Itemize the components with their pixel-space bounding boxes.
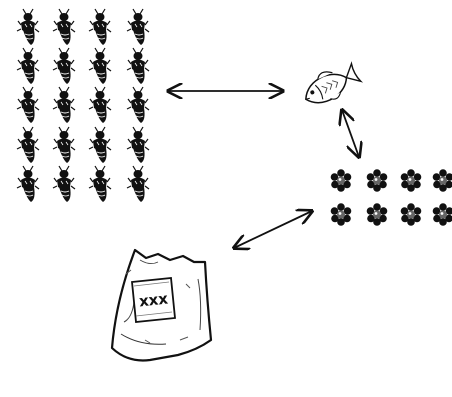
flower-icon (366, 169, 388, 192)
arrow-flowers-sack (234, 211, 312, 248)
insect-icon (16, 126, 40, 164)
insect-icon (126, 8, 150, 46)
insect-icon (52, 165, 76, 203)
insect-icon (88, 8, 112, 46)
insect-icon (16, 165, 40, 203)
insect-icon (16, 47, 40, 85)
arrow-fish-flowers (342, 110, 359, 157)
flower-icon (400, 203, 422, 226)
flower-group (330, 169, 452, 226)
flower-icon (366, 203, 388, 226)
flower-icon (400, 169, 422, 192)
insect-icon (88, 165, 112, 203)
insect-icon (88, 47, 112, 85)
insect-icon (126, 126, 150, 164)
insect-icon (52, 47, 76, 85)
flower-icon (330, 169, 352, 192)
insect-icon (88, 126, 112, 164)
insect-icon (16, 86, 40, 124)
flower-icon (432, 203, 452, 226)
insect-icon (52, 86, 76, 124)
insect-icon (88, 86, 112, 124)
insect-group (16, 8, 150, 203)
flower-icon (432, 169, 452, 192)
bag-label: xxx (138, 290, 169, 311)
insect-icon (52, 8, 76, 46)
sack-icon: xxx (110, 248, 213, 362)
flower-icon (330, 203, 352, 226)
insect-icon (52, 126, 76, 164)
insect-icon (126, 47, 150, 85)
fish-icon (305, 61, 364, 104)
insect-icon (126, 165, 150, 203)
insect-icon (126, 86, 150, 124)
insect-icon (16, 8, 40, 46)
